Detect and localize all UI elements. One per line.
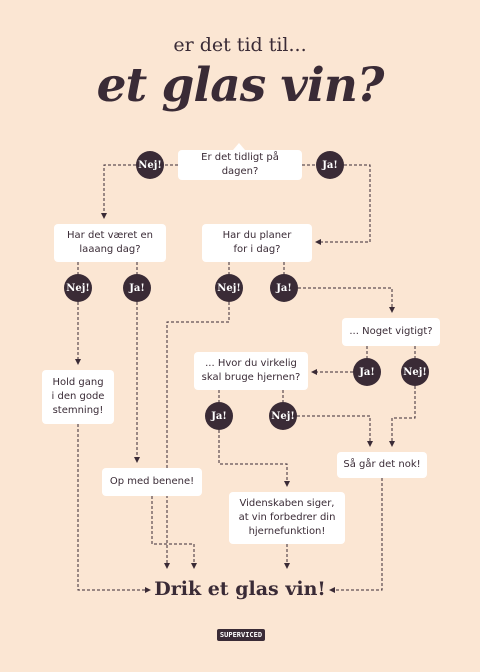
connector-yes-science [218, 430, 290, 487]
answer-keep-mood: Hold gang i den gode stemning! [42, 370, 114, 424]
connector-no-longday [101, 164, 136, 219]
question-use-brain: ... Hvor du virkelig skal bruge hjernen? [194, 352, 308, 390]
connector-yes-plans [315, 164, 371, 245]
answer-keep-mood-line2: i den gode [51, 391, 105, 402]
question-plans-line1: Har du planer [222, 230, 292, 241]
brand-logo: SUPERVICED [217, 629, 265, 641]
answer-keep-mood-line1: Hold gang [52, 377, 104, 388]
question-long-day-line1: Har det været en [67, 230, 153, 241]
question-use-brain-line2: skal bruge hjernen? [201, 372, 301, 383]
connector-goesfine-final [329, 478, 383, 593]
question-early-in-day: Er det tidligt på dagen? [178, 150, 302, 180]
badge-plans-no: Nej! [215, 274, 243, 302]
badge-important-yes: Ja! [353, 358, 381, 386]
answer-science-line3: hjernefunktion! [248, 526, 326, 537]
question-plans-line2: for i dag? [233, 244, 281, 255]
badge-plans-yes: Ja! [270, 274, 298, 302]
connector-feetup-final [151, 496, 197, 569]
connector-plans-no-final [164, 302, 230, 569]
final-answer: Drik et glas vin! [154, 578, 326, 600]
answer-feet-up: Op med benene! [102, 468, 202, 496]
subtitle: er det tid til... [173, 34, 307, 56]
badge-early-no: Nej! [136, 151, 164, 179]
badge-important-no: Nej! [401, 358, 429, 386]
connector-no-goesfine-2 [297, 415, 373, 447]
answer-keep-mood-line3: stemning! [52, 405, 104, 416]
question-use-brain-line1: ... Hvor du virkelig [205, 358, 297, 369]
badge-brain-no: Nej! [269, 402, 297, 430]
badge-longday-yes: Ja! [123, 274, 151, 302]
connector-plans-yes-important [298, 287, 395, 313]
question-important: ... Noget vigtigt? [342, 318, 440, 346]
answer-science-line2: at vin forbedrer din [238, 512, 336, 523]
badge-brain-yes: Ja! [205, 402, 233, 430]
connector-no-goesfine [389, 386, 416, 447]
badge-early-yes: Ja! [316, 151, 344, 179]
start-pointer [233, 143, 245, 150]
badge-longday-no: Nej! [64, 274, 92, 302]
question-long-day: Har det været en laaang dag? [54, 224, 166, 262]
connector-keepmood-final [77, 424, 151, 593]
question-plans: Har du planer for i dag? [202, 224, 312, 262]
answer-science: Videnskaben siger, at vin forbedrer din hj… [229, 492, 345, 544]
answer-science-line1: Videnskaben siger, [239, 498, 335, 509]
answer-goes-fine: Så går det nok! [337, 452, 427, 478]
page-title: et glas vin? [96, 58, 385, 113]
question-long-day-line2: laaang dag? [79, 244, 141, 255]
